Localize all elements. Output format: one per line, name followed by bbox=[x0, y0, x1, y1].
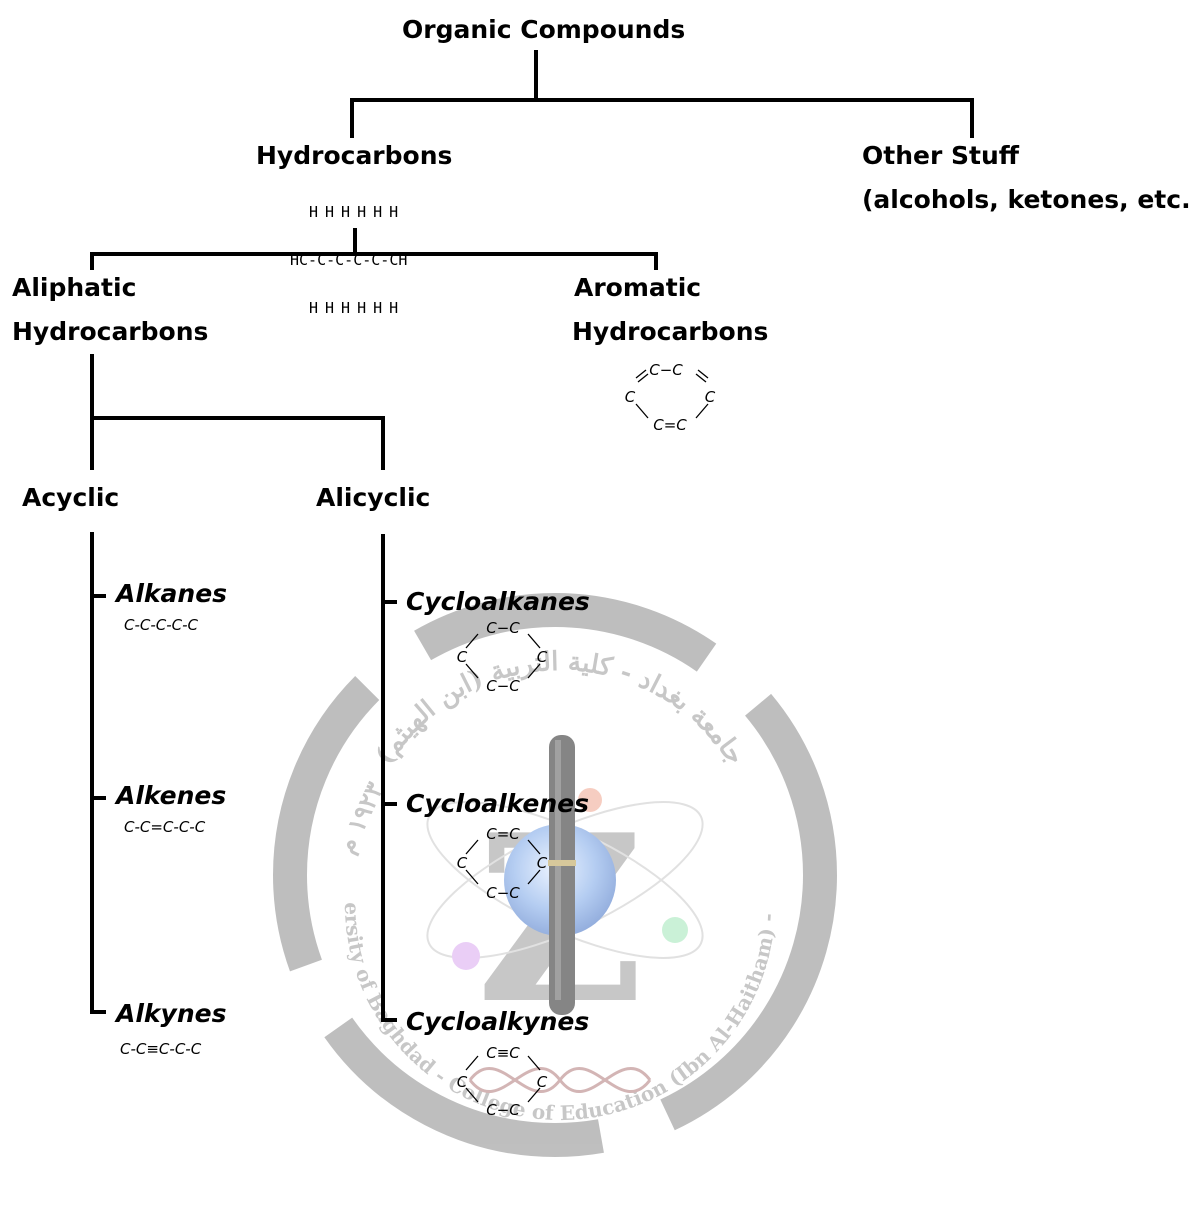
node-cycloalkenes: Cycloalkenes bbox=[406, 789, 589, 818]
node-hydrocarbons: Hydrocarbons bbox=[256, 141, 453, 170]
tree-connectors bbox=[90, 50, 974, 1022]
node-aromatic-line2: Hydrocarbons bbox=[572, 317, 769, 346]
seal-outer-ring bbox=[273, 593, 837, 1157]
ring-atom-label: C bbox=[457, 648, 468, 666]
node-other-stuff: Other Stuff bbox=[862, 141, 1019, 170]
benzene-ring-structure: C−C C C C=C bbox=[625, 361, 716, 434]
cycloalkyne-ring-structure: C≡C C C C−C bbox=[457, 1044, 548, 1119]
hexane-structure: HHHHHH HC-C-C-C-C-CH HHHHHH bbox=[290, 172, 407, 332]
ring-atom-label: C bbox=[457, 854, 468, 872]
node-aliphatic: Aliphatic bbox=[12, 273, 137, 302]
ring-atom-label: C=C bbox=[653, 416, 687, 434]
node-aromatic: Aromatic bbox=[574, 273, 702, 302]
node-alkynes: Alkynes bbox=[116, 999, 227, 1028]
node-alkanes: Alkanes bbox=[116, 579, 228, 608]
formula-alkenes: C-C=C-C-C bbox=[124, 818, 206, 836]
ring-atom-label: C bbox=[705, 388, 716, 406]
node-other-stuff-examples: (alcohols, ketones, etc.) bbox=[862, 185, 1190, 214]
ring-atom-label: C−C bbox=[486, 884, 520, 902]
node-organic-compounds: Organic Compounds bbox=[402, 15, 686, 44]
formula-alkanes: C-C-C-C-C bbox=[124, 616, 199, 634]
ring-atom-label: C bbox=[457, 1073, 468, 1091]
node-cycloalkynes: Cycloalkynes bbox=[406, 1007, 590, 1036]
hexane-carbon-chain: HC-C-C-C-C-CH bbox=[290, 251, 408, 269]
node-alkenes: Alkenes bbox=[116, 781, 227, 810]
hexane-top-hydrogens: HHHHHH bbox=[309, 203, 406, 221]
ring-atom-label: C−C bbox=[486, 1101, 520, 1119]
node-aliphatic-line2: Hydrocarbons bbox=[12, 317, 209, 346]
ring-atom-label: C−C bbox=[649, 361, 683, 379]
formula-alkynes: C-C≡C-C-C bbox=[120, 1040, 202, 1058]
ring-atom-label: C≡C bbox=[486, 1044, 520, 1062]
cycloalkane-ring-structure: C−C C C C−C bbox=[457, 619, 548, 695]
pen-icon bbox=[549, 735, 575, 1015]
cycloalkene-ring-structure: C=C C C C−C bbox=[457, 825, 548, 902]
hexane-bottom-hydrogens: HHHHHH bbox=[309, 299, 406, 317]
electron-icon bbox=[578, 788, 602, 812]
ring-atom-label: C bbox=[537, 648, 548, 666]
node-alicyclic: Alicyclic bbox=[316, 483, 431, 512]
ring-atom-label: C=C bbox=[486, 825, 520, 843]
ring-atom-label: C−C bbox=[486, 677, 520, 695]
electron-icon bbox=[662, 917, 688, 943]
electron-icon bbox=[452, 942, 480, 970]
ring-atom-label: C bbox=[537, 1073, 548, 1091]
node-cycloalkanes: Cycloalkanes bbox=[406, 587, 590, 616]
node-acyclic: Acyclic bbox=[22, 483, 120, 512]
ring-atom-label: C bbox=[537, 854, 548, 872]
ring-atom-label: C−C bbox=[486, 619, 520, 637]
ring-atom-label: C bbox=[625, 388, 636, 406]
